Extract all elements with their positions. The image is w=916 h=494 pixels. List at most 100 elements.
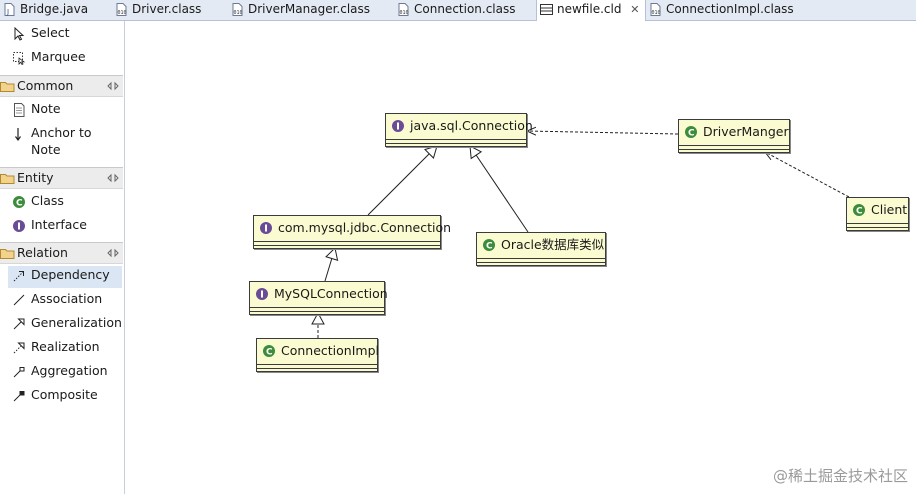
aggregation-icon	[13, 367, 25, 378]
anchor-icon	[15, 128, 21, 141]
node-name: DriverManger	[703, 124, 789, 139]
java-file-icon: J	[4, 3, 15, 16]
palette-item-association[interactable]: Association	[8, 290, 122, 312]
folder-icon	[0, 249, 15, 259]
interface-node[interactable]: java.sql.Connection	[385, 113, 533, 147]
tab-bridge-java[interactable]: J Bridge.java	[0, 0, 112, 20]
attribute-divider	[679, 145, 789, 146]
class-node[interactable]: C Client	[846, 197, 909, 231]
tab-connection-class[interactable]: 010 Connection.class	[394, 0, 536, 20]
tab-drivermanager-class[interactable]: 010 DriverManager.class	[228, 0, 394, 20]
palette-group-title: Relation	[17, 245, 68, 260]
palette-item-dependency[interactable]: Dependency	[8, 266, 122, 288]
node-name: Client	[871, 202, 908, 217]
node-name: java.sql.Connection	[410, 118, 533, 133]
interface-icon	[256, 288, 268, 300]
svg-text:C: C	[486, 242, 493, 252]
dependency-icon	[13, 271, 24, 282]
tab-newfile-cld[interactable]: newfile.cld ✕	[536, 0, 646, 21]
method-divider	[250, 311, 384, 312]
tab-label: Bridge.java	[20, 2, 89, 16]
svg-text:010: 010	[400, 10, 409, 16]
tab-label: newfile.cld	[557, 2, 622, 16]
method-divider	[679, 149, 789, 150]
relation-connectors	[311, 21, 850, 338]
palette-tool-marquee[interactable]: Marquee	[8, 48, 122, 70]
palette-label: Anchor to Note	[31, 125, 92, 157]
palette-item-aggregation[interactable]: Aggregation	[8, 362, 122, 384]
diagram-canvas[interactable]: java.sql.Connection C DriverManger C Cli…	[125, 21, 916, 494]
palette-label: Class	[31, 193, 64, 208]
attribute-divider	[254, 241, 440, 242]
palette-label: Marquee	[31, 49, 86, 64]
interface-node[interactable]: MySQLConnection	[249, 281, 388, 315]
node-header: C Oracle数据库类似	[477, 233, 605, 257]
class-file-icon: 010	[232, 3, 243, 16]
tab-connectionimpl-class[interactable]: 010 ConnectionImpl.class	[646, 0, 812, 20]
palette-group-title: Common	[17, 78, 74, 93]
method-divider	[257, 368, 377, 369]
svg-text:010: 010	[234, 10, 243, 16]
close-tab-icon[interactable]: ✕	[630, 3, 640, 16]
palette-tool-select[interactable]: Select	[8, 24, 122, 46]
svg-text:010: 010	[652, 10, 661, 16]
palette-group-title: Entity	[17, 170, 54, 185]
palette-label: Select	[31, 25, 70, 40]
palette-group-relation[interactable]: Relation	[0, 242, 123, 264]
palette-item-interface[interactable]: Interface	[8, 216, 122, 238]
node-name: Oracle数据库类似	[501, 237, 605, 252]
node-header: C ConnectionImpl	[257, 339, 379, 363]
class-icon: C	[483, 239, 495, 252]
class-file-icon: 010	[398, 3, 409, 16]
collapse-pin-icon[interactable]	[107, 172, 119, 184]
class-node[interactable]: C DriverManger	[678, 119, 790, 153]
palette-item-generalization[interactable]: Generalization	[8, 314, 122, 336]
dependency-client-drivermanger[interactable]	[765, 152, 850, 198]
interface-icon	[392, 120, 404, 132]
palette-item-class[interactable]: C Class	[8, 192, 122, 214]
composite-icon	[13, 391, 25, 402]
palette-label: Note	[31, 101, 61, 116]
interface-node[interactable]: com.mysql.jdbc.Connection	[253, 215, 451, 249]
generalization-icon	[13, 318, 25, 330]
folder-icon	[0, 174, 15, 184]
tab-driver-class[interactable]: 010 Driver.class	[112, 0, 228, 20]
association-icon	[13, 294, 25, 306]
generalization-oracle-connection[interactable]	[469, 145, 529, 233]
class-file-icon: 010	[116, 3, 127, 16]
palette: Select Marquee Common Note Anchor to Not…	[0, 21, 125, 494]
svg-text:C: C	[856, 207, 863, 217]
palette-item-composite[interactable]: Composite	[8, 386, 122, 408]
tab-label: Driver.class	[132, 2, 202, 16]
watermark: @稀土掘金技术社区	[772, 467, 908, 485]
palette-item-realization[interactable]: Realization	[8, 338, 122, 360]
generalization-mysql-connection[interactable]	[367, 145, 438, 216]
attribute-divider	[250, 307, 384, 308]
svg-text:C: C	[266, 348, 273, 358]
editor-tab-bar: J Bridge.java 010 Driver.class 010 Drive…	[0, 0, 916, 21]
select-arrow-icon	[14, 27, 25, 41]
node-header: java.sql.Connection	[386, 114, 533, 138]
collapse-pin-icon[interactable]	[107, 247, 119, 259]
collapse-pin-icon[interactable]	[107, 80, 119, 92]
note-icon	[14, 103, 25, 117]
palette-item-note[interactable]: Note	[8, 100, 122, 122]
attribute-divider	[257, 364, 377, 365]
class-node[interactable]: C ConnectionImpl	[256, 338, 379, 372]
attribute-divider	[386, 139, 526, 140]
palette-label: Composite	[31, 387, 98, 402]
dependency-drivermanger-connection[interactable]	[527, 131, 679, 134]
class-icon: C	[13, 196, 25, 209]
node-header: C DriverManger	[679, 120, 789, 144]
palette-label: Interface	[31, 217, 87, 232]
node-header: C Client	[847, 198, 908, 222]
palette-group-entity[interactable]: Entity	[0, 167, 123, 189]
interface-icon	[13, 220, 25, 232]
realization-icon	[13, 342, 25, 354]
generalization-mysqlconnection-jdbc[interactable]	[324, 247, 339, 282]
palette-group-common[interactable]: Common	[0, 75, 123, 97]
class-icon: C	[853, 204, 865, 217]
palette-item-anchor-to-note[interactable]: Anchor to Note	[8, 124, 122, 160]
method-divider	[386, 143, 526, 144]
class-node[interactable]: C Oracle数据库类似	[476, 232, 606, 266]
